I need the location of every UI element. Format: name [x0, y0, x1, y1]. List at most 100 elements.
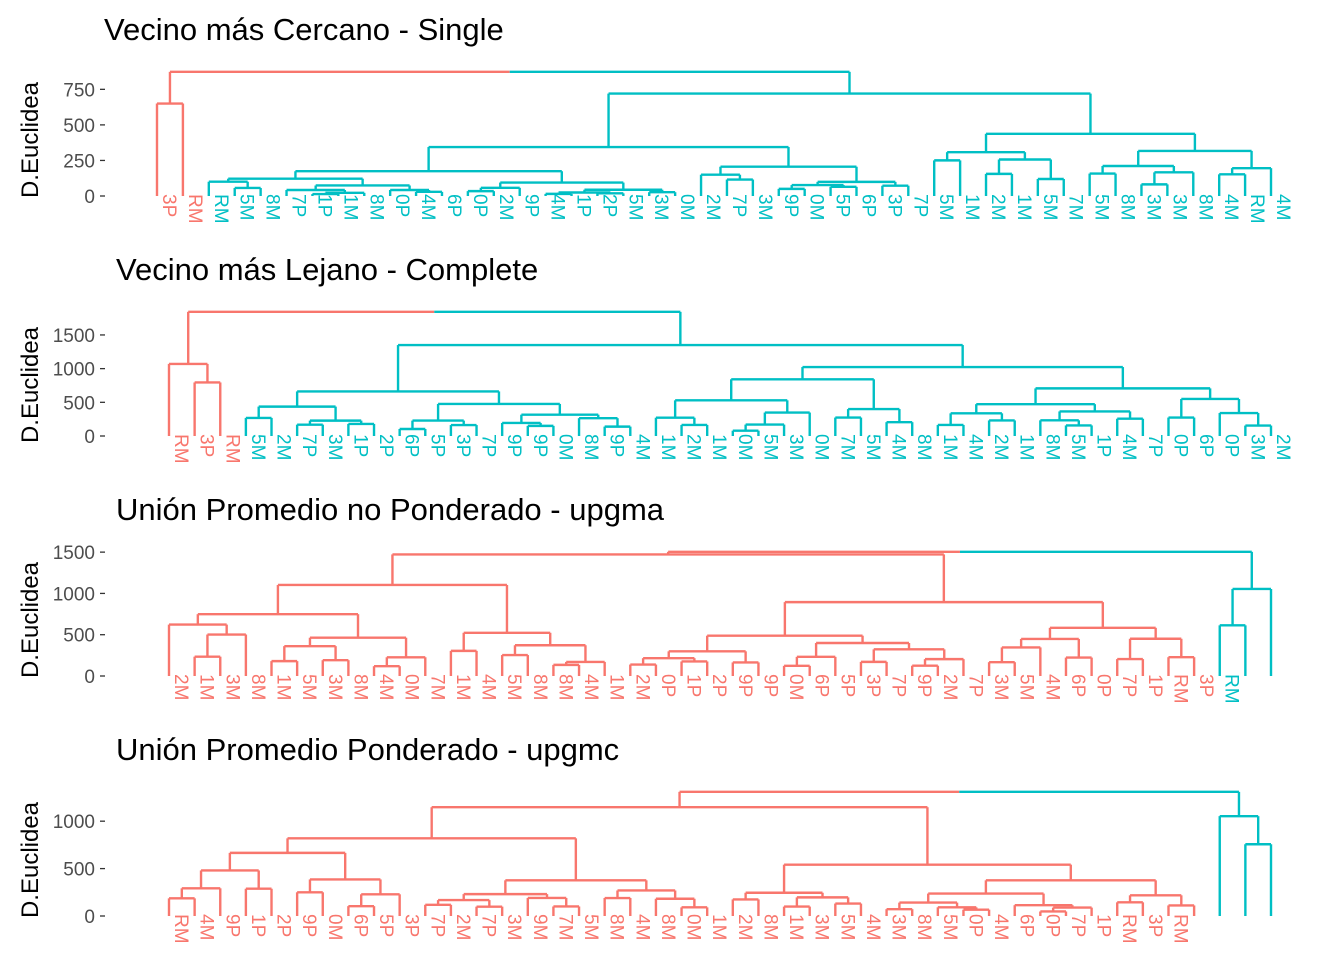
- leaf-label: 3P: [196, 434, 217, 457]
- leaf-label: 5P: [832, 194, 853, 217]
- leaf-label: 5M: [935, 194, 956, 220]
- leaf-label: RM: [170, 434, 191, 464]
- leaf-label: 8M: [913, 434, 934, 460]
- y-tick-label: 500: [63, 626, 95, 647]
- leaf-label: 3M: [503, 914, 524, 940]
- leaf-label: 7P: [909, 194, 930, 217]
- leaf-label: 8M: [580, 434, 601, 460]
- leaf-label: 2P: [375, 434, 396, 457]
- leaf-label: 3P: [158, 194, 179, 217]
- leaf-label: 2P: [708, 674, 729, 697]
- leaf-label: RM: [1246, 194, 1267, 224]
- leaf-label: 2P: [273, 914, 294, 937]
- leaf-label: 4M: [990, 914, 1011, 940]
- leaf-label: 1M: [196, 674, 217, 700]
- leaf-label: 8M: [529, 674, 550, 700]
- leaf-label: RM: [210, 194, 231, 224]
- leaf-label: 6P: [1067, 674, 1088, 697]
- leaf-label: 8M: [606, 914, 627, 940]
- leaf-label: 6P: [811, 674, 832, 697]
- leaf-label: 8M: [247, 674, 268, 700]
- leaf-label: 4M: [580, 674, 601, 700]
- leaf-label: 6P: [401, 434, 422, 457]
- leaf-label: 0M: [676, 194, 697, 220]
- leaf-label: 1M: [452, 674, 473, 700]
- leaf-label: 5M: [1091, 194, 1112, 220]
- leaf-label: 9P: [913, 674, 934, 697]
- leaf-label: 8M: [657, 914, 678, 940]
- leaf-label: RM: [1169, 914, 1190, 944]
- leaf-label: 1M: [273, 674, 294, 700]
- leaf-label: 9P: [780, 194, 801, 217]
- leaf-label: 4M: [631, 914, 652, 940]
- leaf-label: RM: [184, 194, 205, 224]
- y-tick-label: 1000: [53, 812, 95, 833]
- y-tick-label: 500: [63, 116, 95, 137]
- leaf-label: 5M: [939, 914, 960, 940]
- leaf-label: 0M: [811, 434, 832, 460]
- leaf-label: 5M: [836, 914, 857, 940]
- leaf-label: 3P: [1195, 674, 1216, 697]
- leaf-label: 3P: [452, 434, 473, 457]
- leaf-label: 3M: [1246, 434, 1267, 460]
- panel-upgmc: Unión Promedio Ponderado - upgmc D.Eucli…: [17, 732, 1273, 944]
- leaf-label: 7M: [836, 434, 857, 460]
- leaf-label: 4M: [417, 194, 438, 220]
- leaf-label: 0P: [469, 194, 490, 217]
- leaf-label: 5M: [1067, 434, 1088, 460]
- leaf-label: 0P: [657, 674, 678, 697]
- leaf-label: 5M: [1016, 674, 1037, 700]
- leaf-label: 9M: [529, 914, 550, 940]
- leaf-label: RM: [170, 914, 191, 944]
- leaf-label: 0P: [391, 194, 412, 217]
- leaf-label: 1P: [1093, 914, 1114, 937]
- leaf-label: 4M: [375, 674, 396, 700]
- leaf-label: 3M: [1168, 194, 1189, 220]
- y-axis-label: D.Euclidea: [17, 561, 44, 678]
- leaf-label: 1P: [573, 194, 594, 217]
- panel-complete: Vecino más Lejano - Complete D.Euclidea …: [17, 252, 1293, 464]
- leaf-label: 5M: [759, 434, 780, 460]
- leaf-label: 0M: [734, 434, 755, 460]
- leaf-label: 4M: [196, 914, 217, 940]
- panel-title: Unión Promedio Ponderado - upgmc: [116, 732, 619, 767]
- leaf-label: 2M: [683, 434, 704, 460]
- leaf-label: 0P: [964, 914, 985, 937]
- leaf-label: 6P: [857, 194, 878, 217]
- leaf-label: RM: [1221, 674, 1242, 704]
- y-tick-label: 500: [63, 393, 95, 414]
- leaf-label: 1M: [1016, 434, 1037, 460]
- leaf-label: 2M: [734, 914, 755, 940]
- leaf-label: 2M: [631, 674, 652, 700]
- leaf-label: 7P: [888, 674, 909, 697]
- leaf-label: 1M: [708, 914, 729, 940]
- leaf-label: 3M: [221, 674, 242, 700]
- leaf-label: 2M: [273, 434, 294, 460]
- y-tick-label: 500: [63, 860, 95, 881]
- leaf-label: 1P: [1093, 434, 1114, 457]
- leaf-label: 3P: [1144, 914, 1165, 937]
- leaf-label: 4M: [1118, 434, 1139, 460]
- leaf-label: 3P: [883, 194, 904, 217]
- leaf-label: 1M: [708, 434, 729, 460]
- leaf-label: 7M: [1065, 194, 1086, 220]
- leaf-label: 3M: [754, 194, 775, 220]
- leaf-label: 1M: [1013, 194, 1034, 220]
- leaf-label: 8M: [365, 194, 386, 220]
- leaf-label: 4M: [862, 914, 883, 940]
- leaf-label: 5M: [236, 194, 257, 220]
- leaf-label: 7M: [554, 914, 575, 940]
- leaf-label: 4M: [964, 434, 985, 460]
- leaf-label: 1M: [339, 194, 360, 220]
- leaf-label: 2M: [495, 194, 516, 220]
- leaf-label: 4M: [1272, 194, 1293, 220]
- leaf-label: 8M: [262, 194, 283, 220]
- leaf-label: 3P: [862, 674, 883, 697]
- y-tick-label: 1500: [53, 543, 95, 564]
- leaf-label: 7P: [1067, 914, 1088, 937]
- leaf-label: 7P: [964, 674, 985, 697]
- leaf-label: 9P: [606, 434, 627, 457]
- leaf-label: 7P: [426, 914, 447, 937]
